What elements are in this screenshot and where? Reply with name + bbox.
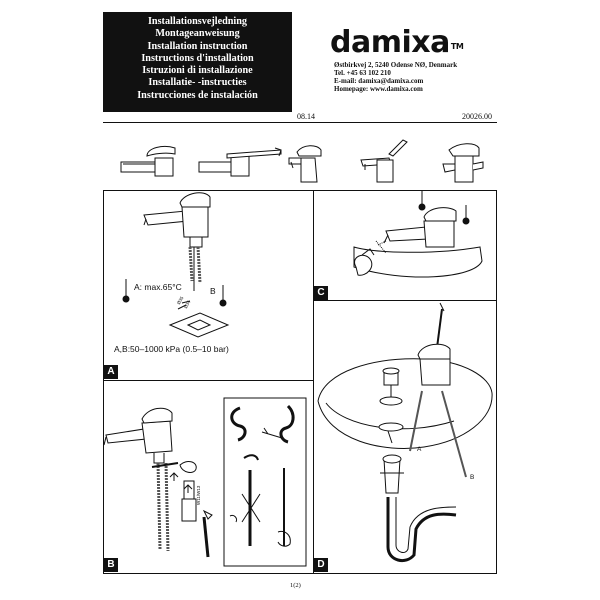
- faucet-model-5-icon: [443, 144, 483, 182]
- trademark: TM: [450, 42, 464, 51]
- panel-d-marker-b: B: [470, 474, 475, 481]
- address-phone: Tel. +45 63 102 210: [334, 69, 391, 77]
- title-es: Instrucciones de instalación: [137, 89, 258, 101]
- grid-right: [496, 190, 497, 574]
- panel-d-drain-body: [384, 459, 400, 493]
- header-rule: [103, 122, 497, 123]
- panel-c-faucet-body: [424, 221, 454, 247]
- panel-a-lever: [180, 193, 210, 207]
- grid-vertical-divider: [313, 190, 314, 574]
- address-homepage: Homepage: www.damixa.com: [334, 85, 423, 93]
- panel-b-nut: [180, 462, 196, 473]
- panel-c-thermometer-hot-icon: [419, 191, 425, 210]
- panel-d-drawing: [314, 301, 496, 573]
- panel-b-wrench: [204, 517, 208, 557]
- thermometer-hot-icon: [123, 279, 129, 302]
- panel-c-spout: [386, 227, 428, 241]
- company-address: Østbirkvej 2, 5240 Odense NØ, Denmark Te…: [334, 61, 457, 93]
- title-de: Montageanweisung: [155, 28, 240, 40]
- title-nl: Installatie- -instructies: [148, 77, 247, 89]
- panel-c-lever: [424, 208, 456, 221]
- panel-d-faucet-body: [420, 359, 450, 385]
- panel-d-p-trap: [388, 497, 456, 561]
- panel-a-spout: [144, 211, 188, 225]
- panel-c-hand: [355, 255, 372, 275]
- panel-d-basin-bowl: [318, 393, 492, 448]
- panel-a-pressure: A,B:50–1000 kPa (0.5–10 bar): [114, 344, 229, 354]
- panel-a-temp-label: A: max.65°C: [134, 282, 182, 292]
- panel-d-hose-a: [410, 391, 422, 451]
- panel-b-s-connector-2: [281, 406, 293, 442]
- grid-top: [103, 190, 497, 191]
- panel-c-drawing: [314, 191, 496, 300]
- title-fr: Instructions d'installation: [141, 52, 254, 64]
- panel-c-thermometer-cold-icon: [463, 205, 469, 224]
- panel-a-b-marker: B: [210, 286, 216, 296]
- grid-divider-cd: [313, 300, 497, 301]
- panel-d-label: D: [314, 558, 328, 572]
- panel-d-marker-a: A: [417, 446, 422, 453]
- panel-c-label: C: [314, 286, 328, 300]
- grid-bottom: [103, 573, 497, 574]
- panel-a-label: A: [104, 365, 118, 379]
- panel-d-lever: [418, 344, 450, 359]
- panel-a-hose-a: [190, 247, 192, 281]
- panel-b-hose-2: [166, 463, 168, 551]
- page-number: 1(2): [290, 582, 301, 589]
- panel-b-spout: [106, 429, 146, 443]
- title-it: Istruzioni di installazione: [142, 65, 253, 77]
- address-street: Østbirkvej 2, 5240 Odense NØ, Denmark: [334, 61, 458, 69]
- title-block: Installationsvejledning Montageanweisung…: [103, 12, 292, 112]
- faucet-model-4-icon: [361, 140, 407, 182]
- faucet-model-3-icon: [289, 146, 321, 182]
- grid-divider-ab: [103, 380, 314, 381]
- document-date: 08.14: [297, 112, 315, 121]
- faucet-model-1-icon: [121, 146, 175, 176]
- panel-a-drawing: [104, 191, 313, 380]
- title-en: Installation instruction: [147, 40, 248, 52]
- panel-d-drain-flange: [380, 397, 402, 405]
- faucet-model-2-icon: [199, 148, 281, 176]
- panel-c-aerator: [376, 241, 386, 253]
- panel-c-basin: [354, 247, 482, 277]
- panel-a-hose-b: [198, 247, 200, 283]
- panel-b-label: B: [104, 558, 118, 572]
- brand-name: damixa: [330, 25, 450, 60]
- document-code: 20026.00: [462, 112, 492, 121]
- grid-left: [103, 190, 104, 574]
- faucet-models-row: [103, 128, 497, 188]
- panel-b-lever: [142, 408, 172, 423]
- thermometer-cold-icon: [220, 285, 226, 306]
- panel-d-hose-b: [442, 391, 466, 477]
- panel-d-popup-stopper: [384, 373, 398, 385]
- panel-a-faucet-body: [182, 207, 208, 237]
- brand-logo: damixaTM: [330, 25, 464, 60]
- panel-b-faucet-body: [142, 421, 172, 453]
- panel-b-inset: [224, 398, 306, 566]
- panel-b-drawing: [104, 381, 313, 573]
- address-email: E-mail: damixa@damixa.com: [334, 77, 424, 85]
- panel-b-hose-1: [158, 463, 160, 549]
- title-da: Installationsvejledning: [147, 16, 248, 27]
- panel-b-s-connector-1: [232, 408, 245, 440]
- panel-b-part-code: W11/W13: [196, 485, 201, 505]
